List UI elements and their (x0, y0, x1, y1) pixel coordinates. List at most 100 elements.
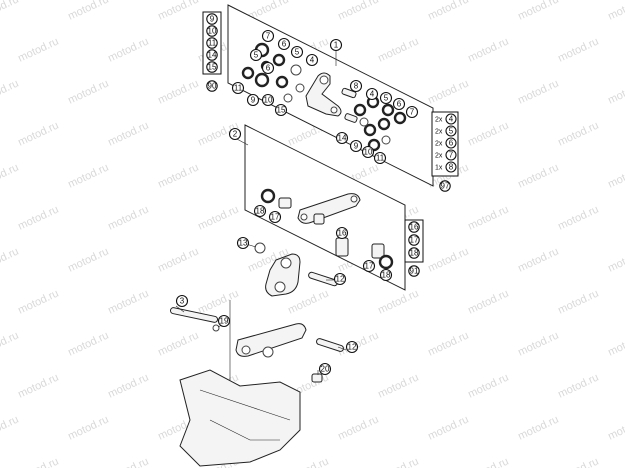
kit-qty: 2x (435, 153, 443, 160)
watermark-text: motod.ru (106, 35, 150, 64)
part-callout-19: 19 (217, 314, 231, 328)
watermark-text: motod.ru (106, 371, 150, 400)
rocker-lever (265, 253, 301, 297)
kit-callout-6: 6 (445, 137, 457, 149)
part-callout-18-label: 18 (382, 271, 391, 280)
part-callout-9: 9 (349, 139, 363, 153)
part-callout-14-label: 14 (338, 134, 347, 143)
part-callout-8-label: 8 (354, 82, 359, 91)
watermark-text: motod.ru (0, 329, 21, 358)
watermark-text: motod.ru (0, 77, 21, 106)
callout-left-11-label: 11 (208, 39, 217, 48)
kit-callout-4: 4 (445, 113, 457, 125)
watermark-text: motod.ru (66, 245, 110, 274)
part-callout-6: 6 (277, 37, 291, 51)
leader-lines (175, 50, 347, 375)
watermark-text: motod.ru (156, 77, 200, 106)
part-callout-7: 7 (261, 29, 275, 43)
watermark-text: motod.ru (376, 287, 420, 316)
callout-ref-91-label: 91 (410, 267, 419, 276)
group-callout-lower-label: 2 (233, 130, 238, 139)
watermark-text: motod.ru (426, 329, 470, 358)
kit-qty: 2x (435, 117, 443, 124)
watermark-text: motod.ru (376, 455, 420, 468)
watermark-text: motod.ru (426, 77, 470, 106)
kit-callout-5-label: 5 (449, 127, 454, 136)
part-callout-18: 18 (379, 268, 393, 282)
kit-item: 8 (445, 161, 457, 173)
callout-right-16-label: 16 (410, 223, 419, 232)
part-callout-9: 9 (246, 93, 260, 107)
watermark-text: motod.ru (66, 0, 110, 23)
callout-left-14-label: 14 (208, 51, 217, 60)
watermark-text: motod.ru (0, 161, 21, 190)
callout-right-17-label: 17 (410, 236, 419, 245)
part-callout-18-label: 18 (256, 207, 265, 216)
callout-left-10: 10 (206, 25, 218, 37)
watermark-text: motod.ru (106, 119, 150, 148)
watermark-text: motod.ru (336, 0, 380, 23)
link-rod (297, 193, 361, 224)
watermark-text: motod.ru (106, 287, 150, 316)
callout-right-17: 17 (408, 234, 420, 246)
watermark-text: motod.ru (16, 119, 60, 148)
watermark-text: motod.ru (196, 287, 240, 316)
part-callout-11-label: 11 (376, 154, 385, 163)
watermark-text: motod.ru (606, 245, 625, 274)
part-callout-5: 5 (290, 45, 304, 59)
watermark-text: motod.ru (376, 35, 420, 64)
callout-right-18-label: 18 (410, 249, 419, 258)
callout-right-16: 16 (408, 221, 420, 233)
part-callout-10-label: 10 (364, 148, 373, 157)
watermark-text: motod.ru (16, 455, 60, 468)
part-callout-10: 10 (361, 145, 375, 159)
part-callout-9-label: 9 (354, 142, 359, 151)
watermark-text: motod.ru (106, 455, 150, 468)
part-callout-10: 10 (261, 93, 275, 107)
watermark-text: motod.ru (156, 161, 200, 190)
kit-item: 4 (445, 113, 457, 125)
kit-callout-6-label: 6 (449, 139, 454, 148)
watermark-text: motod.ru (336, 413, 380, 442)
part-callout-7-label: 7 (410, 108, 415, 117)
watermark-text: motod.ru (516, 413, 560, 442)
part-callout-12: 12 (333, 272, 347, 286)
watermark-text: motod.ru (556, 119, 600, 148)
callout-left-15-label: 15 (208, 63, 217, 72)
part-callout-10-label: 10 (264, 96, 273, 105)
watermark-text: motod.ru (556, 455, 600, 468)
part-callout-6-label: 6 (282, 40, 287, 49)
kit-item: 5 (445, 125, 457, 137)
part-callout-14: 14 (335, 131, 349, 145)
watermark-text: motod.ru (426, 0, 470, 23)
callout-ref-91: 91 (408, 265, 420, 277)
watermark-text: motod.ru (556, 287, 600, 316)
part-callout-6: 6 (261, 61, 275, 75)
part-callout-5: 5 (379, 91, 393, 105)
part-callout-20: 20 (318, 362, 332, 376)
kit-qty: 2x (435, 129, 443, 136)
watermark-text: motod.ru (516, 77, 560, 106)
watermark-text: motod.ru (156, 245, 200, 274)
watermark-text: motod.ru (466, 203, 510, 232)
watermark-text: motod.ru (66, 77, 110, 106)
part-callout-11-label: 11 (234, 84, 243, 93)
watermark-text: motod.ru (16, 35, 60, 64)
watermark-text: motod.ru (66, 161, 110, 190)
group-callouts: 12 (228, 38, 343, 141)
part-callout-17: 17 (362, 259, 376, 273)
watermark-text: motod.ru (0, 245, 21, 274)
part-callout-3: 3 (175, 294, 189, 308)
kit-callout-8-label: 8 (449, 163, 454, 172)
callout-left-11: 11 (206, 37, 218, 49)
watermark-text: motod.ru (426, 413, 470, 442)
kit-callout-7-label: 7 (449, 151, 454, 160)
callout-ref-97: 97 (439, 180, 451, 192)
kit-callout-5: 5 (445, 125, 457, 137)
part-callout-18: 18 (253, 204, 267, 218)
watermark-text: motod.ru (196, 203, 240, 232)
part-callout-6: 6 (392, 97, 406, 111)
watermark-text: motod.ru (556, 371, 600, 400)
callout-ref-90-label: 90 (208, 82, 217, 91)
callout-column-right: 16 17 18 91 (408, 221, 420, 277)
